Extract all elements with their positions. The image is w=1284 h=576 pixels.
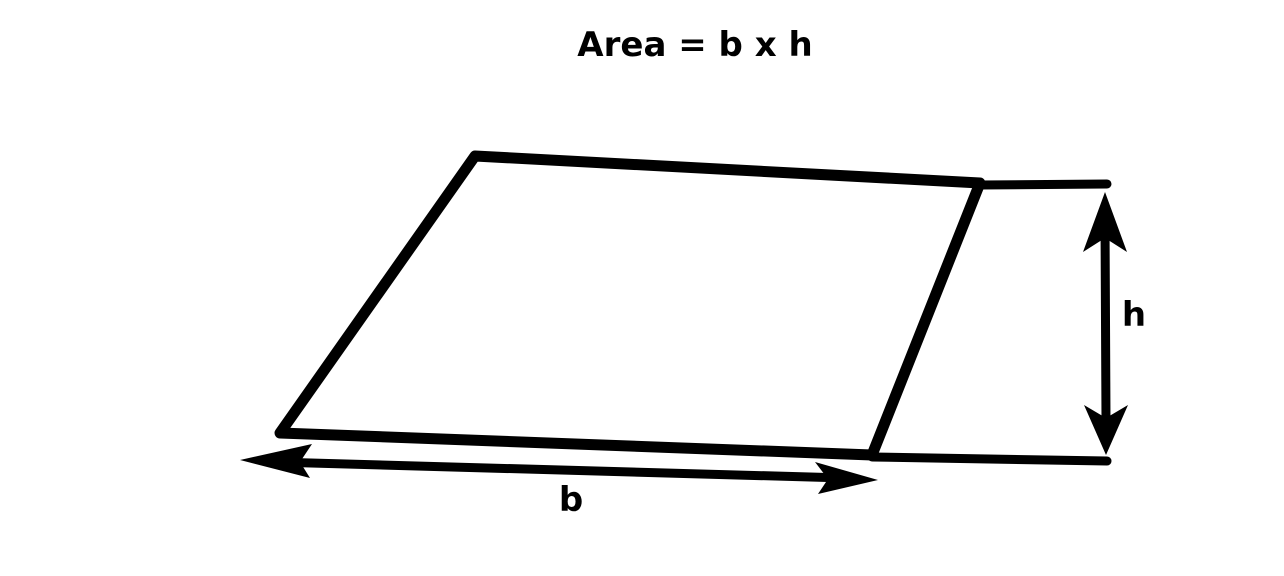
height-arrow (1083, 192, 1128, 455)
height-guide-bottom (867, 452, 1112, 466)
diagram-title: Area = b x h (577, 25, 812, 65)
height-arrow-head-top (1083, 192, 1127, 252)
base-arrow-head-right (815, 462, 878, 494)
height-arrow-head-bottom (1084, 405, 1128, 455)
height-label: h (1122, 295, 1146, 335)
parallelogram-shape (274, 150, 986, 461)
height-guide-top (975, 179, 1112, 190)
base-arrow (240, 444, 878, 494)
base-arrow-head-left (240, 444, 312, 478)
base-label: b (559, 480, 583, 520)
